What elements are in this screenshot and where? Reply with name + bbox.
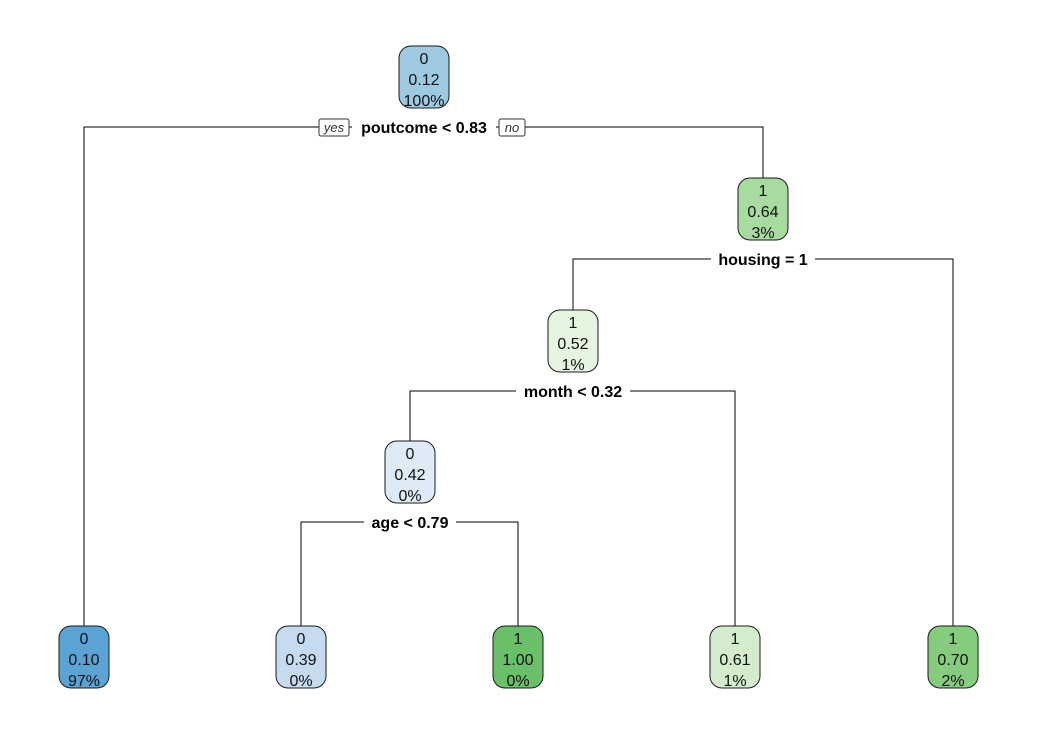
split-labels: poutcome < 0.83 yes no housing = 1 month < 0… bbox=[318, 117, 815, 532]
node-probability: 0.52 bbox=[557, 336, 588, 353]
no-label-box bbox=[498, 118, 526, 137]
node-percentage: 0% bbox=[289, 673, 312, 690]
node-percentage: 0% bbox=[506, 673, 529, 690]
node-box bbox=[709, 625, 761, 689]
edge-s-root bbox=[83, 126, 764, 626]
node-n1: 1 0.64 3% bbox=[737, 177, 789, 242]
node-probability: 0.61 bbox=[719, 652, 750, 669]
node-class: 0 bbox=[297, 631, 306, 648]
node-probability: 0.64 bbox=[747, 204, 778, 221]
node-class: 1 bbox=[731, 631, 740, 648]
node-leaf4: 1 0.61 1% bbox=[709, 625, 761, 690]
tree-edges bbox=[83, 126, 954, 626]
node-probability: 0.42 bbox=[394, 467, 425, 484]
node-class: 1 bbox=[949, 631, 958, 648]
node-percentage: 0% bbox=[398, 488, 421, 505]
node-class: 1 bbox=[759, 183, 768, 200]
split-label-n2: month < 0.32 bbox=[524, 384, 622, 401]
node-probability: 0.70 bbox=[937, 652, 968, 669]
node-n3: 0 0.42 0% bbox=[384, 440, 436, 505]
edge-s-n3 bbox=[300, 521, 519, 626]
node-class: 0 bbox=[80, 631, 89, 648]
split-label-n1: housing = 1 bbox=[718, 252, 807, 269]
split-label-n3: age < 0.79 bbox=[372, 515, 449, 532]
split-label-background bbox=[516, 381, 630, 401]
node-box bbox=[547, 309, 599, 373]
node-percentage: 100% bbox=[404, 93, 445, 110]
node-leaf5: 1 0.70 2% bbox=[927, 625, 979, 690]
node-percentage: 2% bbox=[941, 673, 964, 690]
yes-label-box bbox=[318, 118, 350, 137]
node-probability: 0.12 bbox=[408, 72, 439, 89]
node-box bbox=[384, 440, 436, 504]
node-leaf3: 1 1.00 0% bbox=[492, 625, 544, 690]
split-label-background bbox=[364, 512, 456, 532]
node-leaf1: 0 0.10 97% bbox=[58, 625, 110, 690]
node-probability: 0.39 bbox=[285, 652, 316, 669]
split-label-root: poutcome < 0.83 bbox=[361, 120, 487, 137]
node-box bbox=[927, 625, 979, 689]
node-box bbox=[275, 625, 327, 689]
node-class: 1 bbox=[514, 631, 523, 648]
tree-nodes: 00.12100%10.643%10.521%00.420%00.1097%00… bbox=[58, 45, 979, 690]
node-leaf2: 0 0.39 0% bbox=[275, 625, 327, 690]
node-probability: 0.10 bbox=[68, 652, 99, 669]
yes-label: yes bbox=[323, 120, 345, 135]
node-percentage: 1% bbox=[723, 673, 746, 690]
node-class: 0 bbox=[420, 51, 429, 68]
edge-s-n1 bbox=[572, 258, 954, 626]
node-percentage: 3% bbox=[751, 225, 774, 242]
node-class: 0 bbox=[406, 446, 415, 463]
node-class: 1 bbox=[569, 315, 578, 332]
node-box bbox=[737, 177, 789, 241]
edge-s-n2 bbox=[409, 390, 736, 626]
node-box bbox=[398, 45, 450, 109]
node-percentage: 1% bbox=[561, 357, 584, 374]
node-n2: 1 0.52 1% bbox=[547, 309, 599, 374]
node-box bbox=[492, 625, 544, 689]
node-probability: 1.00 bbox=[502, 652, 533, 669]
node-percentage: 97% bbox=[68, 673, 100, 690]
split-label-background bbox=[711, 249, 815, 269]
no-label: no bbox=[505, 120, 519, 135]
split-label-background bbox=[352, 117, 496, 137]
node-root: 0 0.12 100% bbox=[398, 45, 450, 110]
node-box bbox=[58, 625, 110, 689]
